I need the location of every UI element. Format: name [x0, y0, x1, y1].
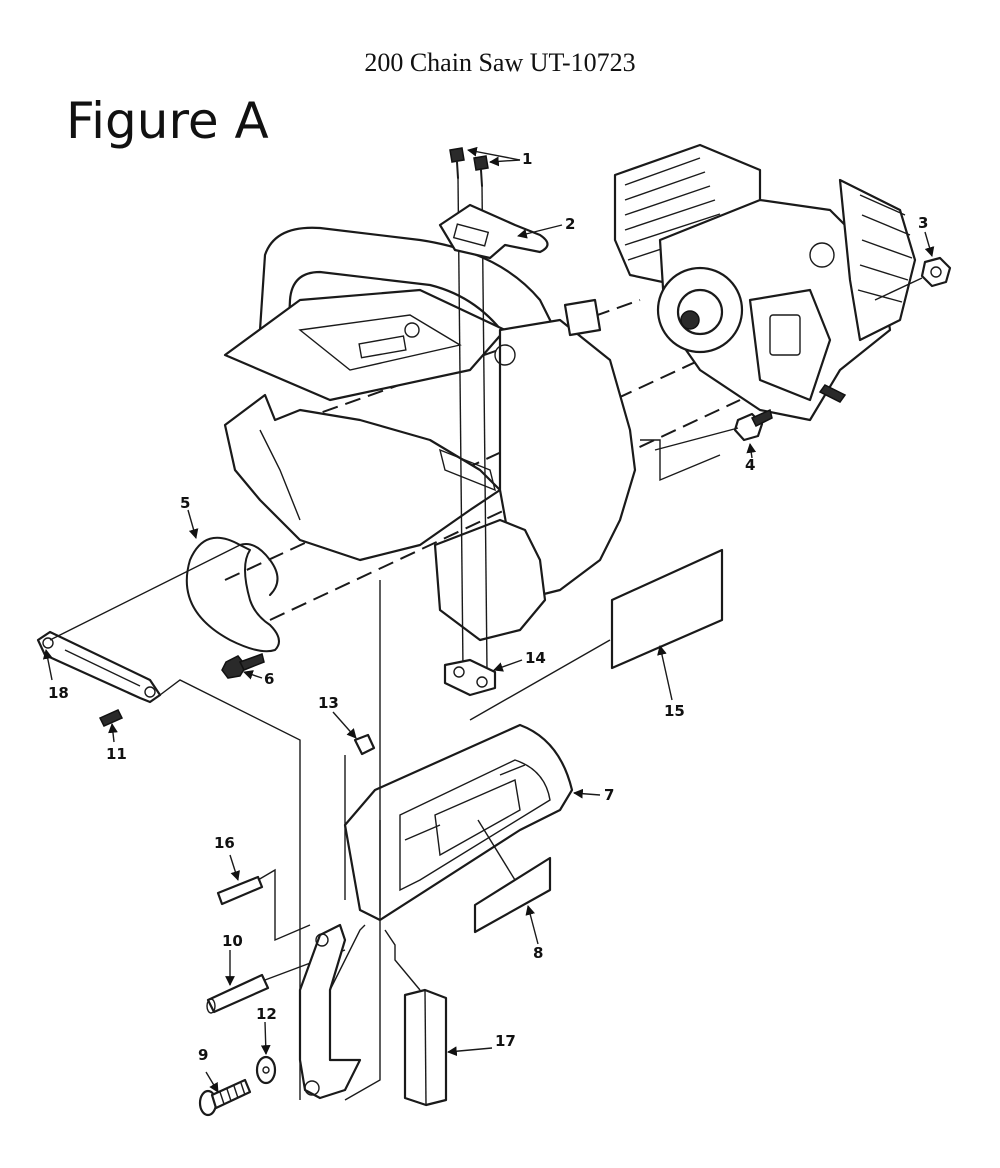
part-1-screws [449, 147, 489, 671]
callout-12: 12 [256, 1005, 277, 1023]
callout-6: 6 [264, 670, 274, 688]
part-9-bolt [198, 1078, 252, 1117]
callout-11: 11 [106, 745, 127, 763]
main-housing [223, 226, 637, 642]
callout-17: 17 [495, 1032, 516, 1050]
callout-13: 13 [318, 694, 339, 712]
part-3-nut [874, 256, 952, 301]
part-17-block [403, 988, 448, 1107]
connection-lines [257, 439, 721, 1101]
callout-18: 18 [48, 684, 69, 702]
callout-3: 3 [918, 214, 928, 232]
callout-1: 1 [522, 150, 532, 168]
callout-15: 15 [664, 702, 685, 720]
part-2-latch [438, 203, 549, 260]
figure-label: Figure A [66, 92, 269, 150]
part-8-label [473, 819, 552, 934]
engine-block [613, 143, 917, 422]
callout-8: 8 [533, 944, 543, 962]
part-15-label [469, 548, 724, 721]
callout-7: 7 [604, 786, 614, 804]
callout-9: 9 [198, 1046, 208, 1064]
part-6-screw [221, 653, 265, 679]
callouts: 1 2 3 4 5 6 7 8 9 10 11 12 13 14 15 16 1 [42, 146, 935, 1093]
document-title: 200 Chain Saw UT-10723 [364, 48, 636, 77]
part-18-bracket [36, 544, 301, 1100]
callout-14: 14 [525, 649, 546, 667]
callout-2: 2 [565, 215, 575, 233]
part-16-pin [216, 875, 264, 906]
brake-link [298, 923, 366, 1100]
callout-4: 4 [745, 456, 755, 474]
callout-10: 10 [222, 932, 243, 950]
part-4-bolt [654, 408, 773, 451]
part-11-pin [98, 709, 124, 727]
part-14-plate [443, 658, 497, 697]
callout-5: 5 [180, 494, 190, 512]
part-5-clip [185, 536, 280, 653]
callout-16: 16 [214, 834, 235, 852]
part-10-pin [206, 949, 346, 1014]
part-12-washer [255, 1055, 277, 1085]
